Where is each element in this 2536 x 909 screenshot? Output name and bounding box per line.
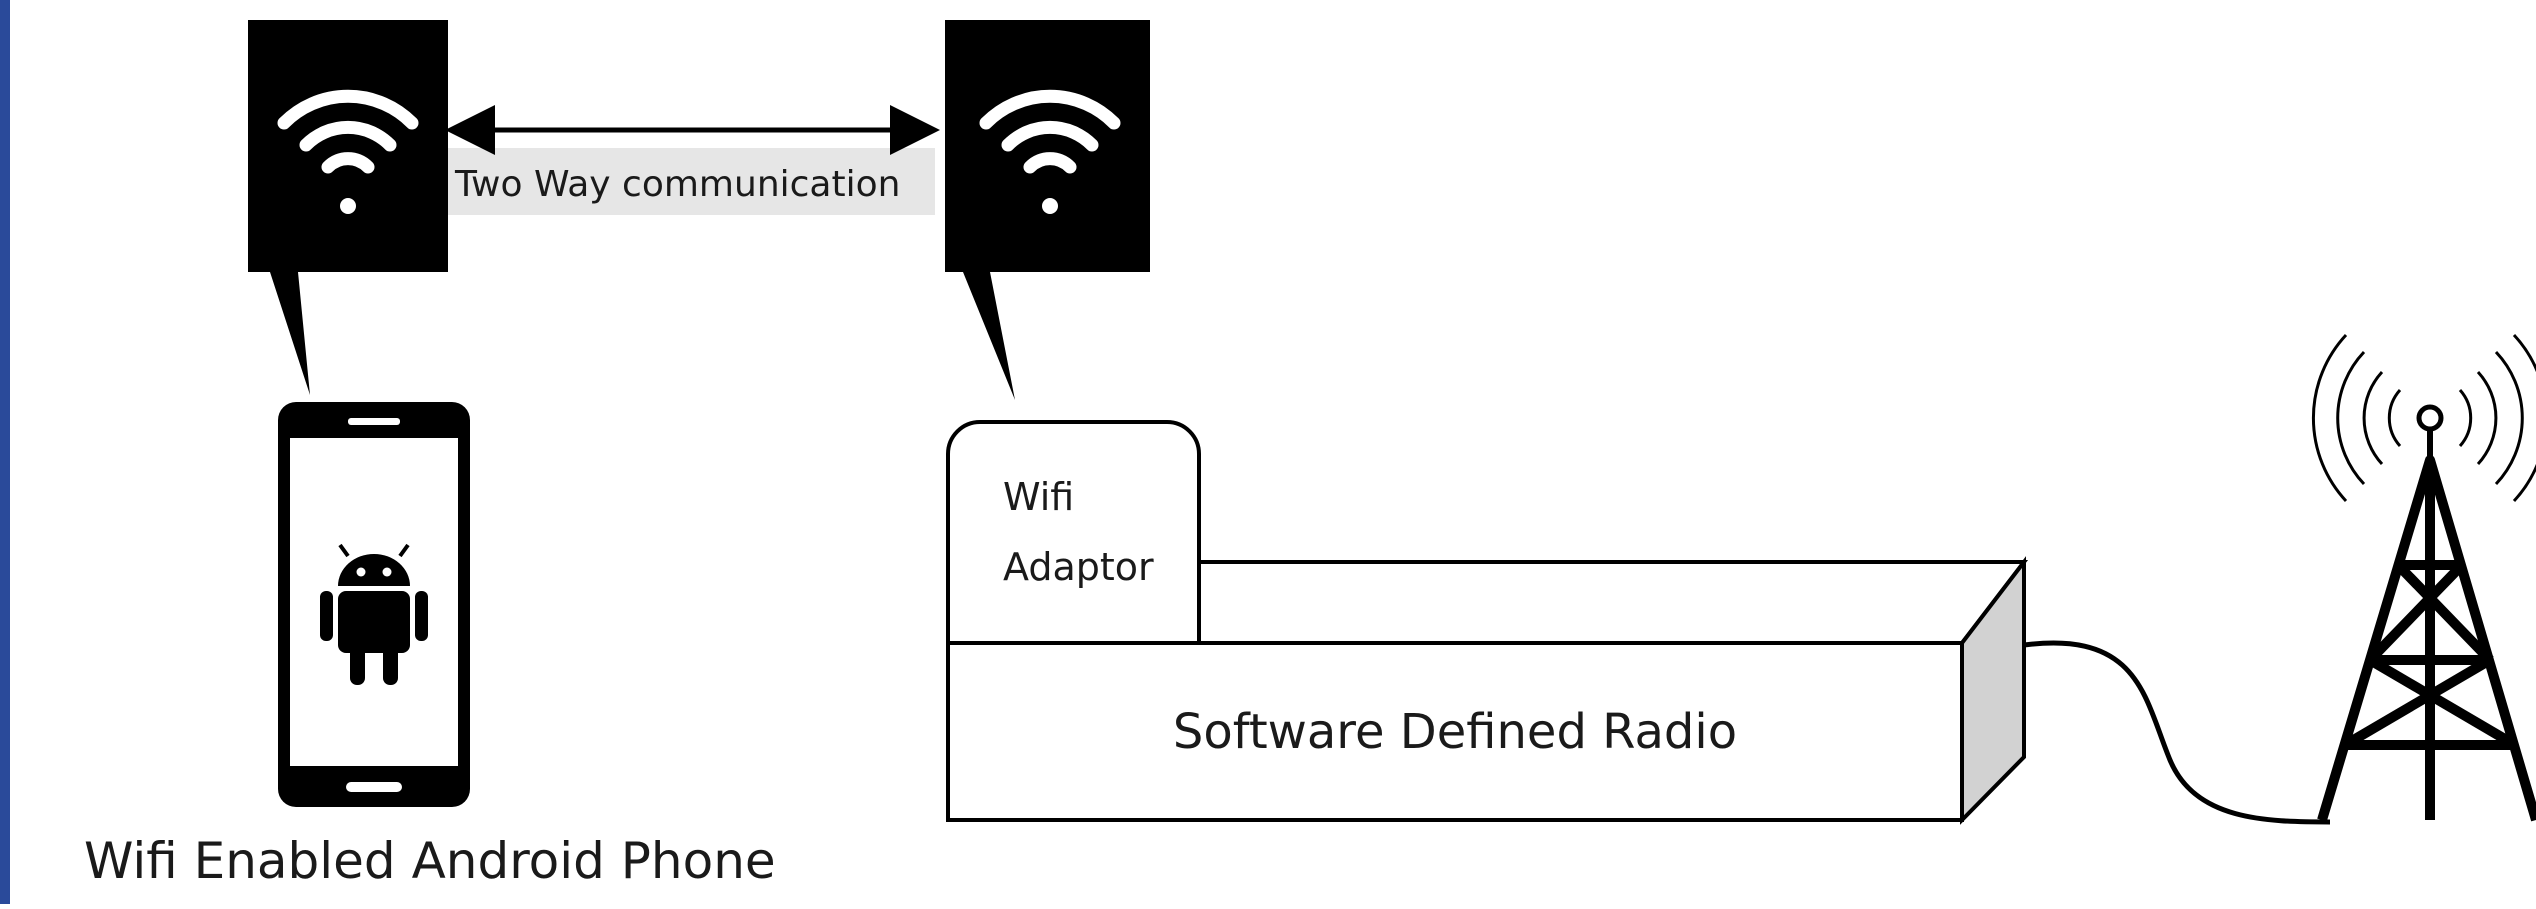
wifi-icon [277, 89, 419, 214]
wifi-icon [979, 89, 1121, 214]
link-label: Two Way communication [454, 164, 900, 205]
android-icon [320, 543, 428, 685]
phone-speaker [348, 418, 400, 425]
left-wifi-bubble [248, 20, 448, 395]
signal-waves [2311, 333, 2536, 503]
frame-left-edge [0, 0, 10, 904]
phone-caption: Wifi Enabled Android Phone [84, 832, 776, 890]
antenna-cable [2023, 640, 2331, 825]
android-phone [278, 402, 470, 807]
adaptor-label-line1: Wifi [1003, 475, 1074, 519]
sdr-top-face [1197, 560, 2029, 645]
adaptor-label-line2: Adaptor [1003, 545, 1154, 589]
phone-home-button [346, 782, 402, 792]
cell-tower-icon [2311, 333, 2536, 822]
right-wifi-bubble [945, 20, 1150, 400]
link-band [448, 148, 935, 215]
sdr-label: Software Defined Radio [1173, 704, 1737, 760]
wifi-adaptor: Wifi Adaptor [946, 420, 1201, 643]
sdr-front-face [946, 641, 1964, 822]
sdr-box: Software Defined Radio [946, 556, 2029, 825]
